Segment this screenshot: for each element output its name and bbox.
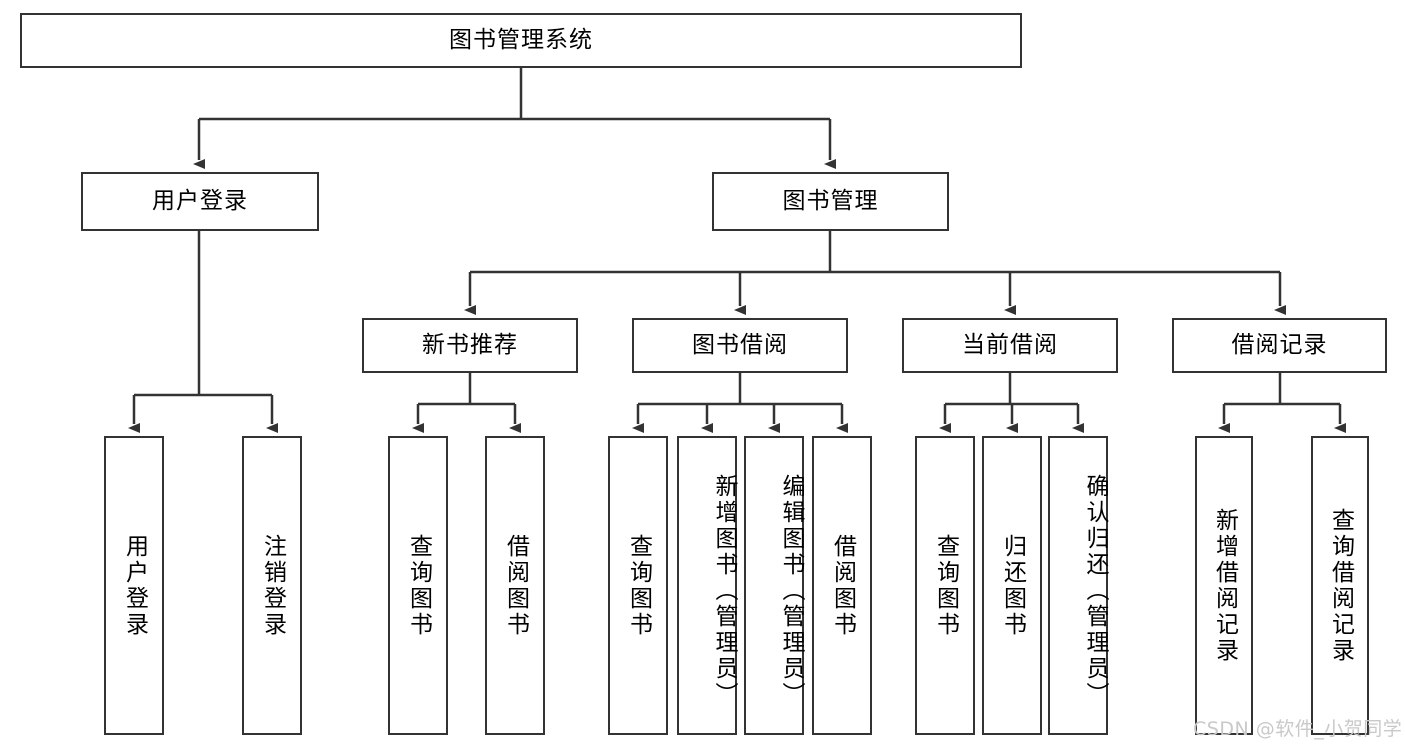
node-book-management[interactable]: 图书管理: [712, 172, 949, 231]
leaf-user-login-label: 用户登录: [121, 533, 148, 638]
leaf-borrow-book-label: 借阅图书: [829, 533, 856, 638]
leaf-query-borrow-record-label: 查询借阅记录: [1327, 507, 1354, 664]
node-root-label: 图书管理系统: [449, 26, 593, 53]
node-user-login[interactable]: 用户登录: [81, 172, 319, 231]
node-borrow-record[interactable]: 借阅记录: [1172, 318, 1387, 373]
node-user-login-label: 用户登录: [152, 187, 248, 214]
leaf-edit-book-admin[interactable]: 编辑图书（管理员）: [744, 436, 804, 735]
leaf-query-book-current-label: 查询图书: [932, 533, 959, 638]
node-new-book-recommend-label: 新书推荐: [422, 331, 518, 358]
node-book-borrow[interactable]: 图书借阅: [632, 318, 848, 373]
node-root[interactable]: 图书管理系统: [20, 13, 1022, 68]
leaf-return-book[interactable]: 归还图书: [982, 436, 1042, 735]
leaf-borrow-book-recommend[interactable]: 借阅图书: [485, 436, 545, 735]
node-current-borrow-label: 当前借阅: [962, 331, 1058, 358]
node-current-borrow[interactable]: 当前借阅: [902, 318, 1118, 373]
leaf-logout[interactable]: 注销登录: [242, 436, 302, 735]
leaf-add-book-admin-label: 新增图书（管理员）: [711, 473, 737, 708]
node-new-book-recommend[interactable]: 新书推荐: [362, 318, 578, 373]
leaf-confirm-return-admin-label: 确认归还（管理员）: [1082, 473, 1108, 708]
node-borrow-record-label: 借阅记录: [1231, 331, 1328, 358]
leaf-query-book-current[interactable]: 查询图书: [915, 436, 975, 735]
leaf-add-borrow-record-label: 新增借阅记录: [1211, 507, 1238, 664]
connector-lines: [128, 68, 1346, 433]
leaf-return-book-label: 归还图书: [999, 533, 1026, 638]
leaf-add-borrow-record[interactable]: 新增借阅记录: [1195, 436, 1253, 735]
leaf-query-book-borrow[interactable]: 查询图书: [608, 436, 668, 735]
leaf-borrow-book[interactable]: 借阅图书: [812, 436, 872, 735]
leaf-query-book-recommend-label: 查询图书: [405, 533, 432, 638]
leaf-confirm-return-admin[interactable]: 确认归还（管理员）: [1048, 436, 1108, 735]
leaf-query-book-borrow-label: 查询图书: [625, 533, 652, 638]
leaf-query-book-recommend[interactable]: 查询图书: [388, 436, 448, 735]
node-book-management-label: 图书管理: [782, 187, 879, 214]
leaf-add-book-admin[interactable]: 新增图书（管理员）: [677, 436, 737, 735]
leaf-query-borrow-record[interactable]: 查询借阅记录: [1311, 436, 1369, 735]
leaf-edit-book-admin-label: 编辑图书（管理员）: [778, 473, 804, 708]
leaf-borrow-book-recommend-label: 借阅图书: [502, 533, 529, 638]
leaf-user-login[interactable]: 用户登录: [104, 436, 164, 735]
leaf-logout-label: 注销登录: [259, 533, 286, 638]
node-book-borrow-label: 图书借阅: [692, 331, 788, 358]
